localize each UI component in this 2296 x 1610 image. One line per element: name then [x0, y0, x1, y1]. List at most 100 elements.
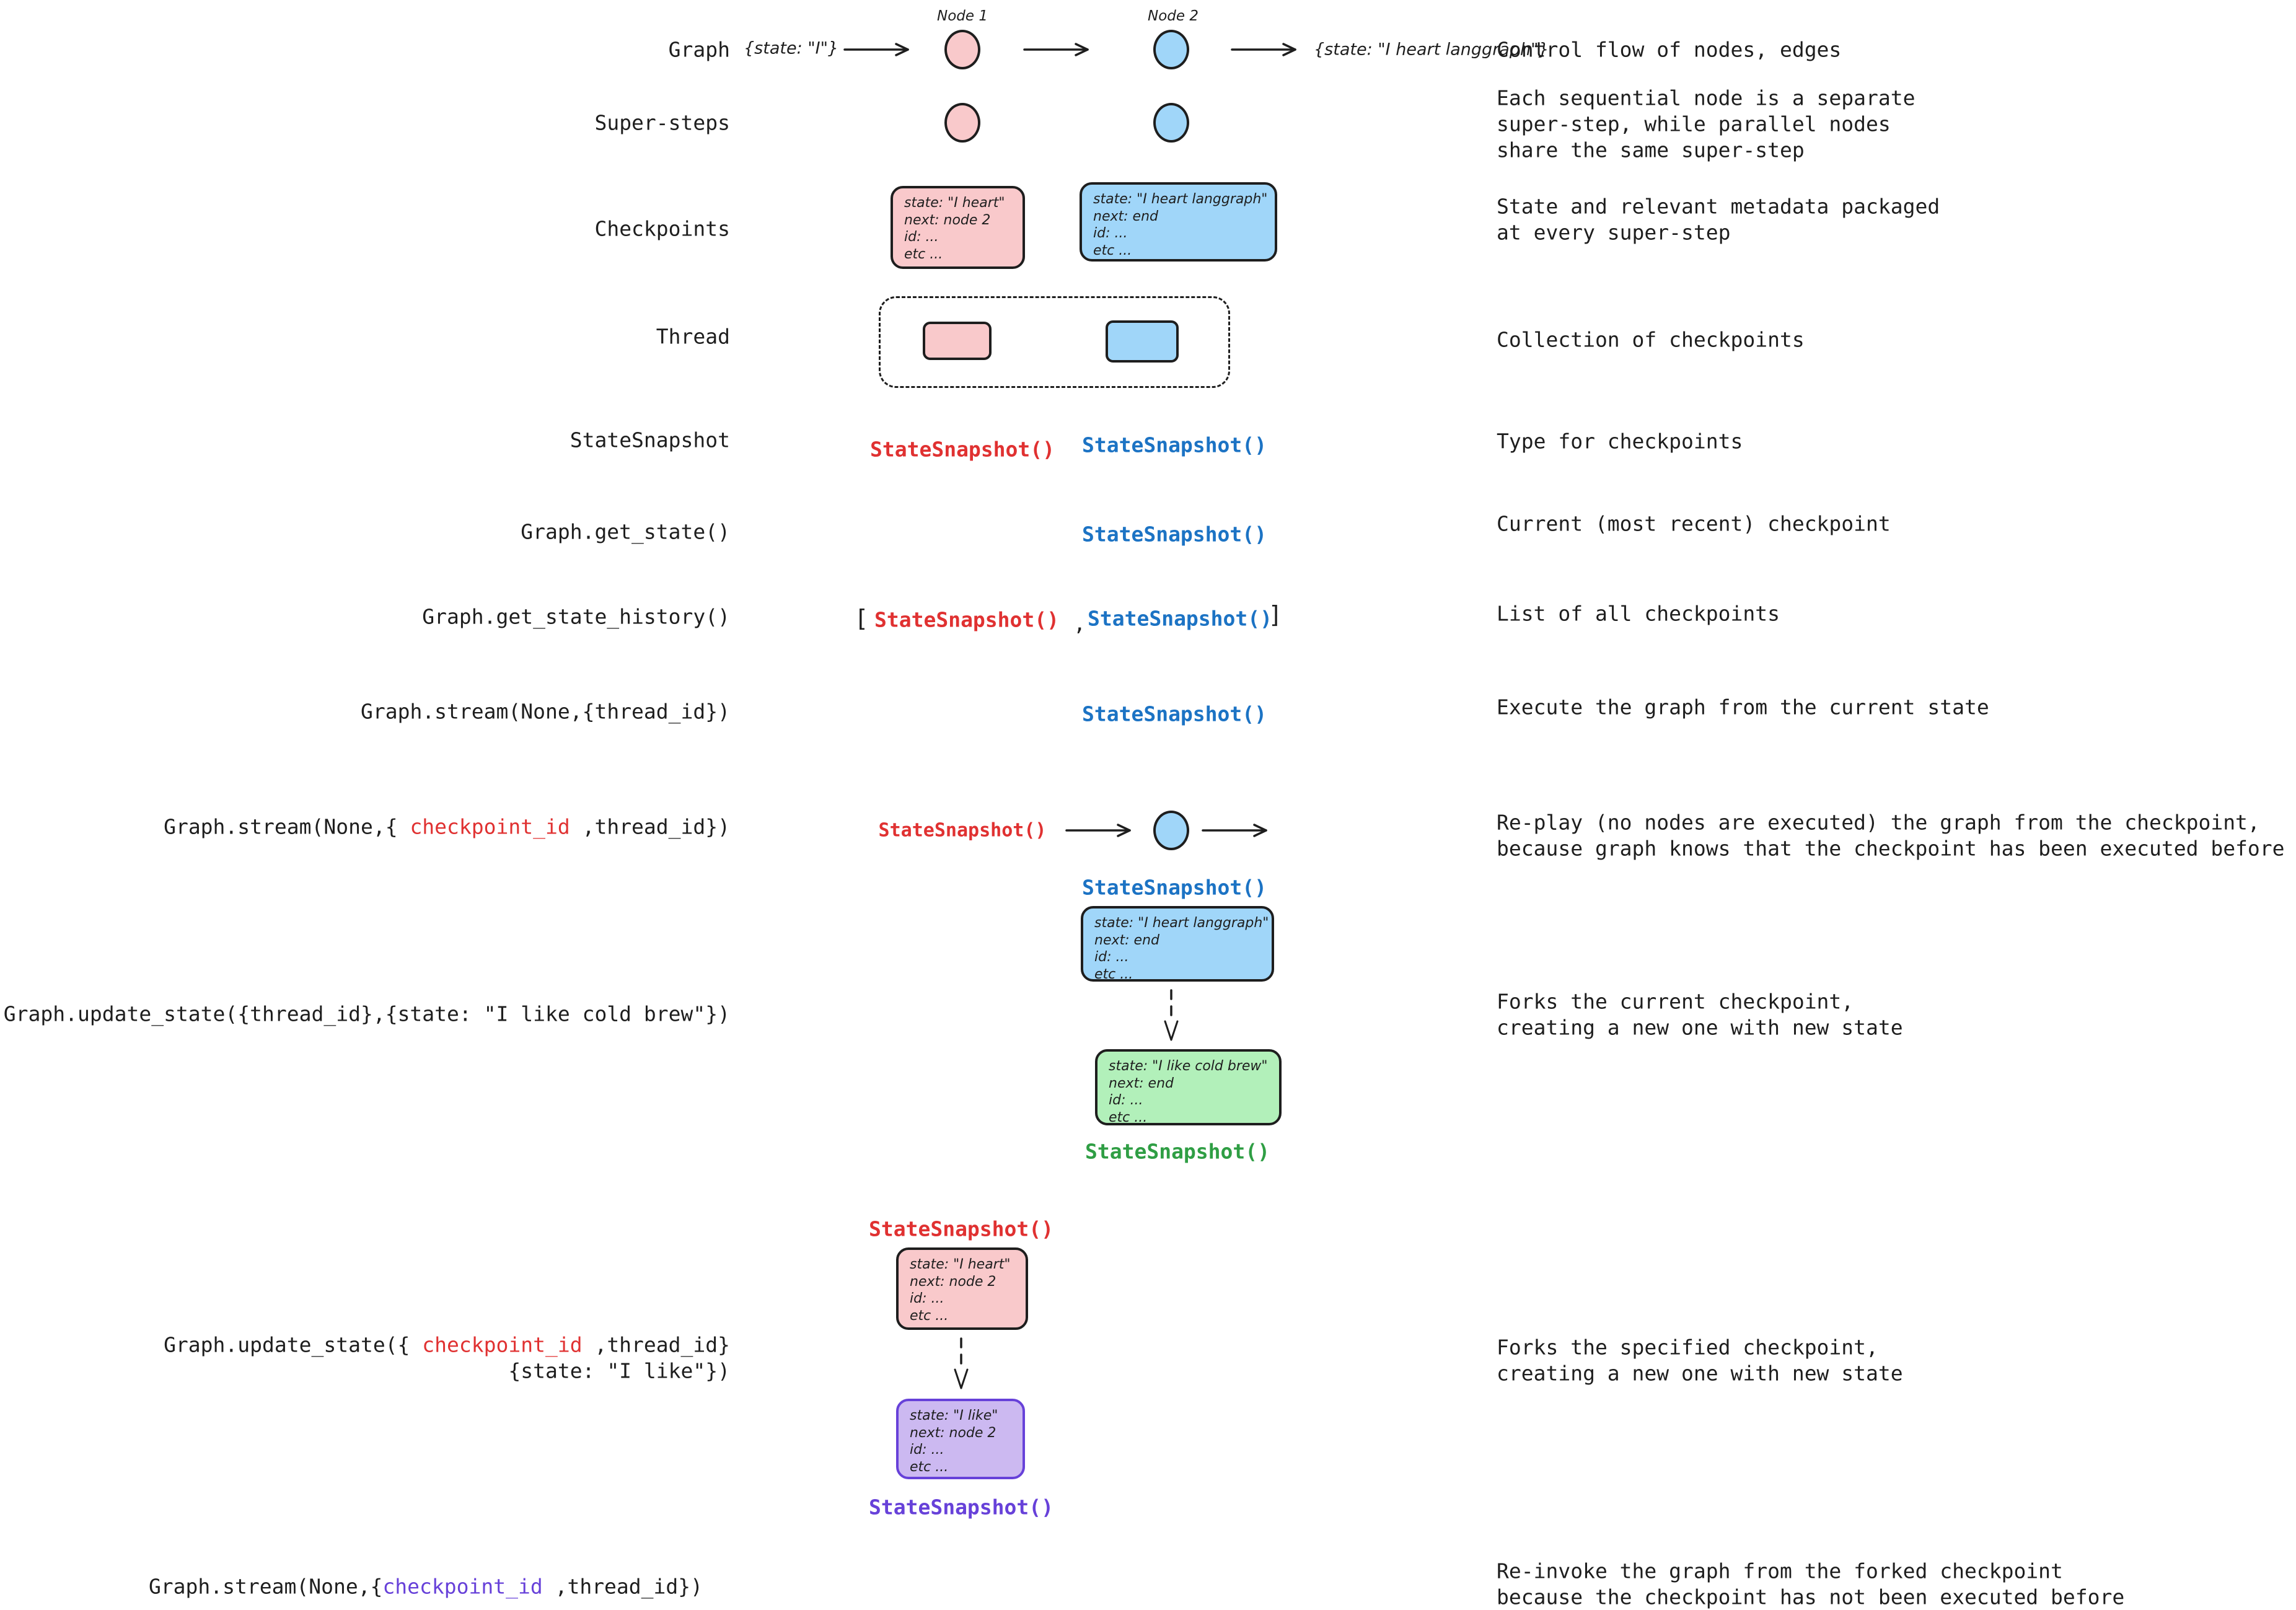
row-label-super-steps: Super-steps — [594, 110, 730, 135]
card-line: state: "I heart" — [910, 1257, 1011, 1272]
desc-fork-specified-line2: creating a new one with new state — [1497, 1361, 1903, 1386]
arrow-icon — [1023, 43, 1089, 56]
fork-current-blue-card: state: "I heart langgraph" next: end id:… — [1081, 906, 1274, 982]
desc-graph: Control flow of nodes, edges — [1497, 37, 1842, 62]
row-label-fork-current: Graph.update_state({thread_id},{state: "… — [3, 1001, 730, 1026]
row-label-stream-replay: Graph.stream(None,{ checkpoint_id ,threa… — [164, 815, 730, 839]
code-post: ,thread_id}) — [542, 1574, 703, 1599]
fork-specified-bottom-call: StateSnapshot() — [868, 1495, 1054, 1520]
code-pre: Graph.stream(None,{ — [164, 814, 410, 839]
desc-super-steps-line1: Each sequential node is a separate — [1497, 86, 1916, 110]
desc-statesnapshot: Type for checkpoints — [1497, 429, 1743, 454]
fork-specified-pink-card: state: "I heart" next: node 2 id: ... et… — [896, 1247, 1028, 1330]
history-comma: , — [1073, 611, 1086, 636]
code-checkpoint-id: checkpoint_id — [410, 814, 570, 839]
history-red-call: StateSnapshot() — [874, 607, 1060, 632]
desc-stream-forked-line2: because the checkpoint has not been exec… — [1497, 1585, 2125, 1609]
card-line: etc ... — [1094, 966, 1133, 982]
card-line: etc ... — [1109, 1109, 1148, 1125]
card-line: state: "I heart langgraph" — [1093, 191, 1268, 207]
card-line: next: end — [1109, 1075, 1174, 1091]
fork-specified-top-call: StateSnapshot() — [868, 1216, 1054, 1241]
card-line: id: ... — [904, 229, 939, 245]
code-pre: Graph.stream(None,{ — [148, 1574, 383, 1599]
card-line: id: ... — [910, 1442, 944, 1458]
desc-stream-forked-line1: Re-invoke the graph from the forked chec… — [1497, 1559, 2063, 1583]
statesnapshot-red-call: StateSnapshot() — [869, 437, 1055, 462]
history-open-bracket: [ — [854, 605, 869, 632]
card-line: etc ... — [1093, 242, 1132, 258]
row-label-thread: Thread — [656, 324, 730, 349]
thread-pink-chip — [923, 322, 992, 360]
card-line: next: node 2 — [910, 1425, 996, 1441]
desc-fork-current-line2: creating a new one with new state — [1497, 1015, 1903, 1040]
checkpoint-blue-card: state: "I heart langgraph" next: end id:… — [1080, 182, 1277, 262]
card-line: id: ... — [910, 1291, 944, 1306]
card-line: id: ... — [1109, 1093, 1143, 1108]
desc-super-steps-line3: share the same super-step — [1497, 138, 1805, 162]
thread-blue-chip — [1106, 320, 1179, 363]
desc-get-state: Current (most recent) checkpoint — [1497, 511, 1891, 536]
arrow-icon — [1202, 824, 1267, 837]
checkpoint-pink-card: state: "I heart" next: node 2 id: ... et… — [891, 186, 1025, 269]
desc-stream-none: Execute the graph from the current state — [1497, 695, 1989, 719]
card-line: next: node 2 — [910, 1273, 996, 1290]
card-line: state: "I heart langgraph" — [1094, 915, 1269, 931]
super-step-node2-circle — [1153, 103, 1189, 143]
code-checkpoint-id: checkpoint_id — [382, 1574, 543, 1599]
row-label-fork-specified-line1: Graph.update_state({ checkpoint_id ,thre… — [164, 1333, 730, 1357]
node2-circle — [1153, 30, 1189, 69]
dashed-arrow-icon — [954, 1337, 969, 1389]
replay-red-call: StateSnapshot() — [878, 819, 1047, 842]
node1-circle — [944, 30, 980, 69]
row-label-get-state: Graph.get_state() — [521, 519, 730, 544]
graph-input-state: {state: "I"} — [744, 38, 839, 58]
fork-current-bottom-call: StateSnapshot() — [1084, 1139, 1270, 1164]
code-post: ,thread_id}) — [570, 814, 730, 839]
desc-fork-specified-line1: Forks the specified checkpoint, — [1497, 1335, 1878, 1360]
card-line: etc ... — [904, 246, 943, 262]
history-close-bracket: ] — [1268, 601, 1283, 628]
super-step-node1-circle — [944, 103, 980, 143]
history-blue-call: StateSnapshot() — [1087, 606, 1273, 631]
desc-super-steps-line2: super-step, while parallel nodes — [1497, 112, 1891, 136]
card-line: state: "I like" — [910, 1408, 998, 1423]
desc-checkpoints-line2: at every super-step — [1497, 220, 1731, 245]
get-state-call: StateSnapshot() — [1081, 522, 1267, 547]
row-label-stream-forked: Graph.stream(None,{checkpoint_id ,thread… — [149, 1575, 703, 1599]
desc-thread: Collection of checkpoints — [1497, 327, 1805, 352]
fork-current-top-call: StateSnapshot() — [1081, 875, 1267, 900]
graph-output-state: {state: "I heart langgraph"} — [1314, 40, 1549, 59]
fork-specified-violet-card: state: "I like" next: node 2 id: ... etc… — [896, 1399, 1025, 1479]
row-label-stream-none: Graph.stream(None,{thread_id}) — [360, 699, 730, 724]
stream-none-call: StateSnapshot() — [1081, 702, 1267, 726]
arrow-icon — [1231, 43, 1296, 56]
row-label-fork-specified-line2: {state: "I like"}) — [508, 1358, 730, 1383]
card-line: next: node 2 — [904, 212, 991, 228]
row-label-graph: Graph — [668, 37, 730, 62]
dashed-arrow-icon — [1164, 989, 1179, 1041]
code-post: ,thread_id} — [582, 1332, 730, 1357]
thread-dashed-box — [879, 296, 1230, 388]
row-label-statesnapshot: StateSnapshot — [570, 428, 730, 452]
desc-stream-replay-line1: Re-play (no nodes are executed) the grap… — [1497, 810, 2260, 835]
node2-label: Node 2 — [1148, 8, 1199, 24]
card-line: id: ... — [1093, 226, 1128, 241]
card-line: state: "I heart" — [904, 195, 1005, 211]
card-line: etc ... — [910, 1459, 949, 1475]
code-pre: Graph.update_state({ — [164, 1332, 423, 1357]
desc-stream-replay-line2: because graph knows that the checkpoint … — [1497, 836, 2285, 861]
card-line: id: ... — [1094, 949, 1129, 965]
node1-label: Node 1 — [937, 8, 988, 24]
desc-get-state-history: List of all checkpoints — [1497, 601, 1780, 626]
card-line: state: "I like cold brew" — [1109, 1058, 1268, 1074]
statesnapshot-blue-call: StateSnapshot() — [1081, 433, 1267, 457]
fork-current-green-card: state: "I like cold brew" next: end id: … — [1095, 1049, 1282, 1125]
arrow-icon — [843, 43, 909, 56]
replay-node-circle — [1153, 811, 1189, 850]
desc-checkpoints-line1: State and relevant metadata packaged — [1497, 194, 1940, 219]
code-checkpoint-id: checkpoint_id — [422, 1332, 583, 1357]
desc-fork-current-line1: Forks the current checkpoint, — [1497, 989, 1854, 1014]
card-line: etc ... — [910, 1308, 949, 1324]
